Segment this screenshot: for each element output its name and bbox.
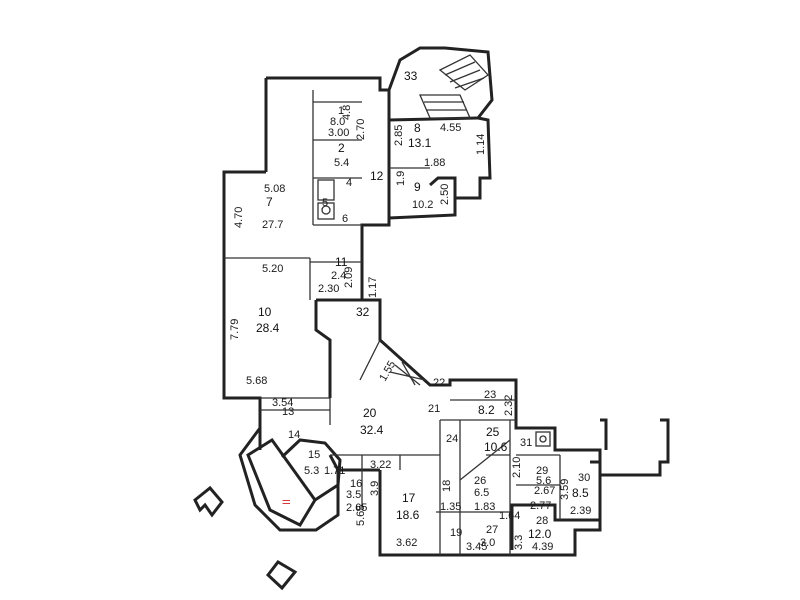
room-label: 2.85 xyxy=(393,125,405,146)
room-label: 30 xyxy=(578,472,590,484)
room-label: 22 xyxy=(433,377,445,389)
room-label: 13 xyxy=(282,406,294,418)
room-label: 5.20 xyxy=(262,263,283,275)
room-label: 1.55 xyxy=(377,359,398,384)
room-label: 1.88 xyxy=(424,157,445,169)
room-label: 5 xyxy=(322,197,328,209)
room-label: 1.17 xyxy=(367,277,379,298)
room-label: 6 xyxy=(342,213,348,225)
room-label: 7.79 xyxy=(229,319,241,340)
room-label: 29 xyxy=(536,465,548,477)
room-label: 1.71 xyxy=(324,465,345,477)
room-label: 18 xyxy=(441,480,453,492)
room-label: 5.6 xyxy=(536,475,551,487)
room-label: 14 xyxy=(288,429,300,441)
room-label: 2.77 xyxy=(530,500,551,512)
room-label: 2.09 xyxy=(343,267,355,288)
room-label: 32.4 xyxy=(360,423,384,437)
room-label: 1.9 xyxy=(395,171,407,186)
room-label: 8.5 xyxy=(572,486,589,500)
room-label: 1.14 xyxy=(475,134,487,155)
room-label: 3.54 xyxy=(272,397,293,409)
room-label: 12.0 xyxy=(528,527,552,541)
room-label: 10 xyxy=(258,305,272,319)
room-label: 6.5 xyxy=(474,487,489,499)
room-label: 3.62 xyxy=(396,537,417,549)
inner-walls xyxy=(224,54,561,555)
room-label: 8.0 xyxy=(330,116,345,128)
room-label: 3.45 xyxy=(466,541,487,553)
room-labels: 33 1 8.0 3.00 2.70 4.8 8 4.55 13.1 2.85 … xyxy=(229,69,591,553)
detached-outline xyxy=(265,560,298,591)
room-label: 7 xyxy=(266,195,273,209)
room-label: 10.2 xyxy=(412,199,433,211)
room-label: 23 xyxy=(484,389,496,401)
outer-walls xyxy=(222,46,670,557)
room-label: 8 xyxy=(414,121,421,135)
room-label: 26 xyxy=(474,475,486,487)
room-label: 3.5 xyxy=(346,489,361,501)
room-label: 1.83 xyxy=(474,501,495,513)
room-label: 2 xyxy=(338,141,345,155)
room-label: 4 xyxy=(346,177,352,189)
room-label: 2.32 xyxy=(503,395,515,416)
room-label: 4.70 xyxy=(233,207,245,228)
room-label: 5.4 xyxy=(334,157,349,169)
room-label: 13.1 xyxy=(408,136,432,150)
room-label: 4.55 xyxy=(440,122,461,134)
room-label: 20 xyxy=(363,406,377,420)
room-label: 1 xyxy=(338,105,344,117)
room-label: 1.64 xyxy=(499,510,520,522)
room-label: 9 xyxy=(414,180,421,194)
room-label: 2.39 xyxy=(570,505,591,517)
room-label: 5.68 xyxy=(246,375,267,387)
room-label: 31 xyxy=(520,437,532,449)
room-label: 5.65 xyxy=(355,505,367,526)
room-label: 12 xyxy=(370,169,384,183)
room-label: 16 xyxy=(350,478,362,490)
room-label: 3.00 xyxy=(328,127,349,139)
room-label: 3.59 xyxy=(559,479,571,500)
detached-outline xyxy=(193,485,224,518)
room-label: 5.3 xyxy=(304,465,319,477)
room-label: 28.4 xyxy=(256,321,280,335)
room-label: 2.65 xyxy=(346,502,367,514)
room-label: 19 xyxy=(450,527,462,539)
room-label: 11 xyxy=(335,255,348,269)
room-label: 27 xyxy=(486,524,498,536)
room-label: 2.70 xyxy=(355,119,367,140)
room-label: 3.22 xyxy=(370,459,391,471)
room-label: 3.3 xyxy=(513,535,525,550)
room-label: 2.67 xyxy=(534,485,555,497)
room-label: 24 xyxy=(446,433,458,445)
room-label: 5.08 xyxy=(264,183,285,195)
room-label: 28 xyxy=(536,515,548,527)
room-label: 3.9 xyxy=(369,481,381,496)
room-label: 17 xyxy=(402,491,416,505)
room-label: 10.6 xyxy=(484,440,508,454)
room-label: 1.35 xyxy=(440,501,461,513)
room-label: 4.39 xyxy=(532,541,553,553)
room-label: 8.2 xyxy=(478,403,495,417)
room-label: 32 xyxy=(356,305,370,319)
room-label: 4.8 xyxy=(341,105,353,120)
room-label: 18.6 xyxy=(396,508,420,522)
room-label: 25 xyxy=(486,425,500,439)
room-label: 33 xyxy=(404,69,418,83)
room-label: 2.50 xyxy=(439,184,451,205)
room-label: 2.10 xyxy=(511,457,523,478)
room-label: 27.7 xyxy=(262,219,283,231)
room-label: 15 xyxy=(308,449,320,461)
room-label: 2.30 xyxy=(318,283,339,295)
room-label: 21 xyxy=(428,403,440,415)
room-label: 3.0 xyxy=(480,537,495,549)
room-label: 2.4 xyxy=(331,270,346,282)
room-label-red: II xyxy=(281,499,293,505)
